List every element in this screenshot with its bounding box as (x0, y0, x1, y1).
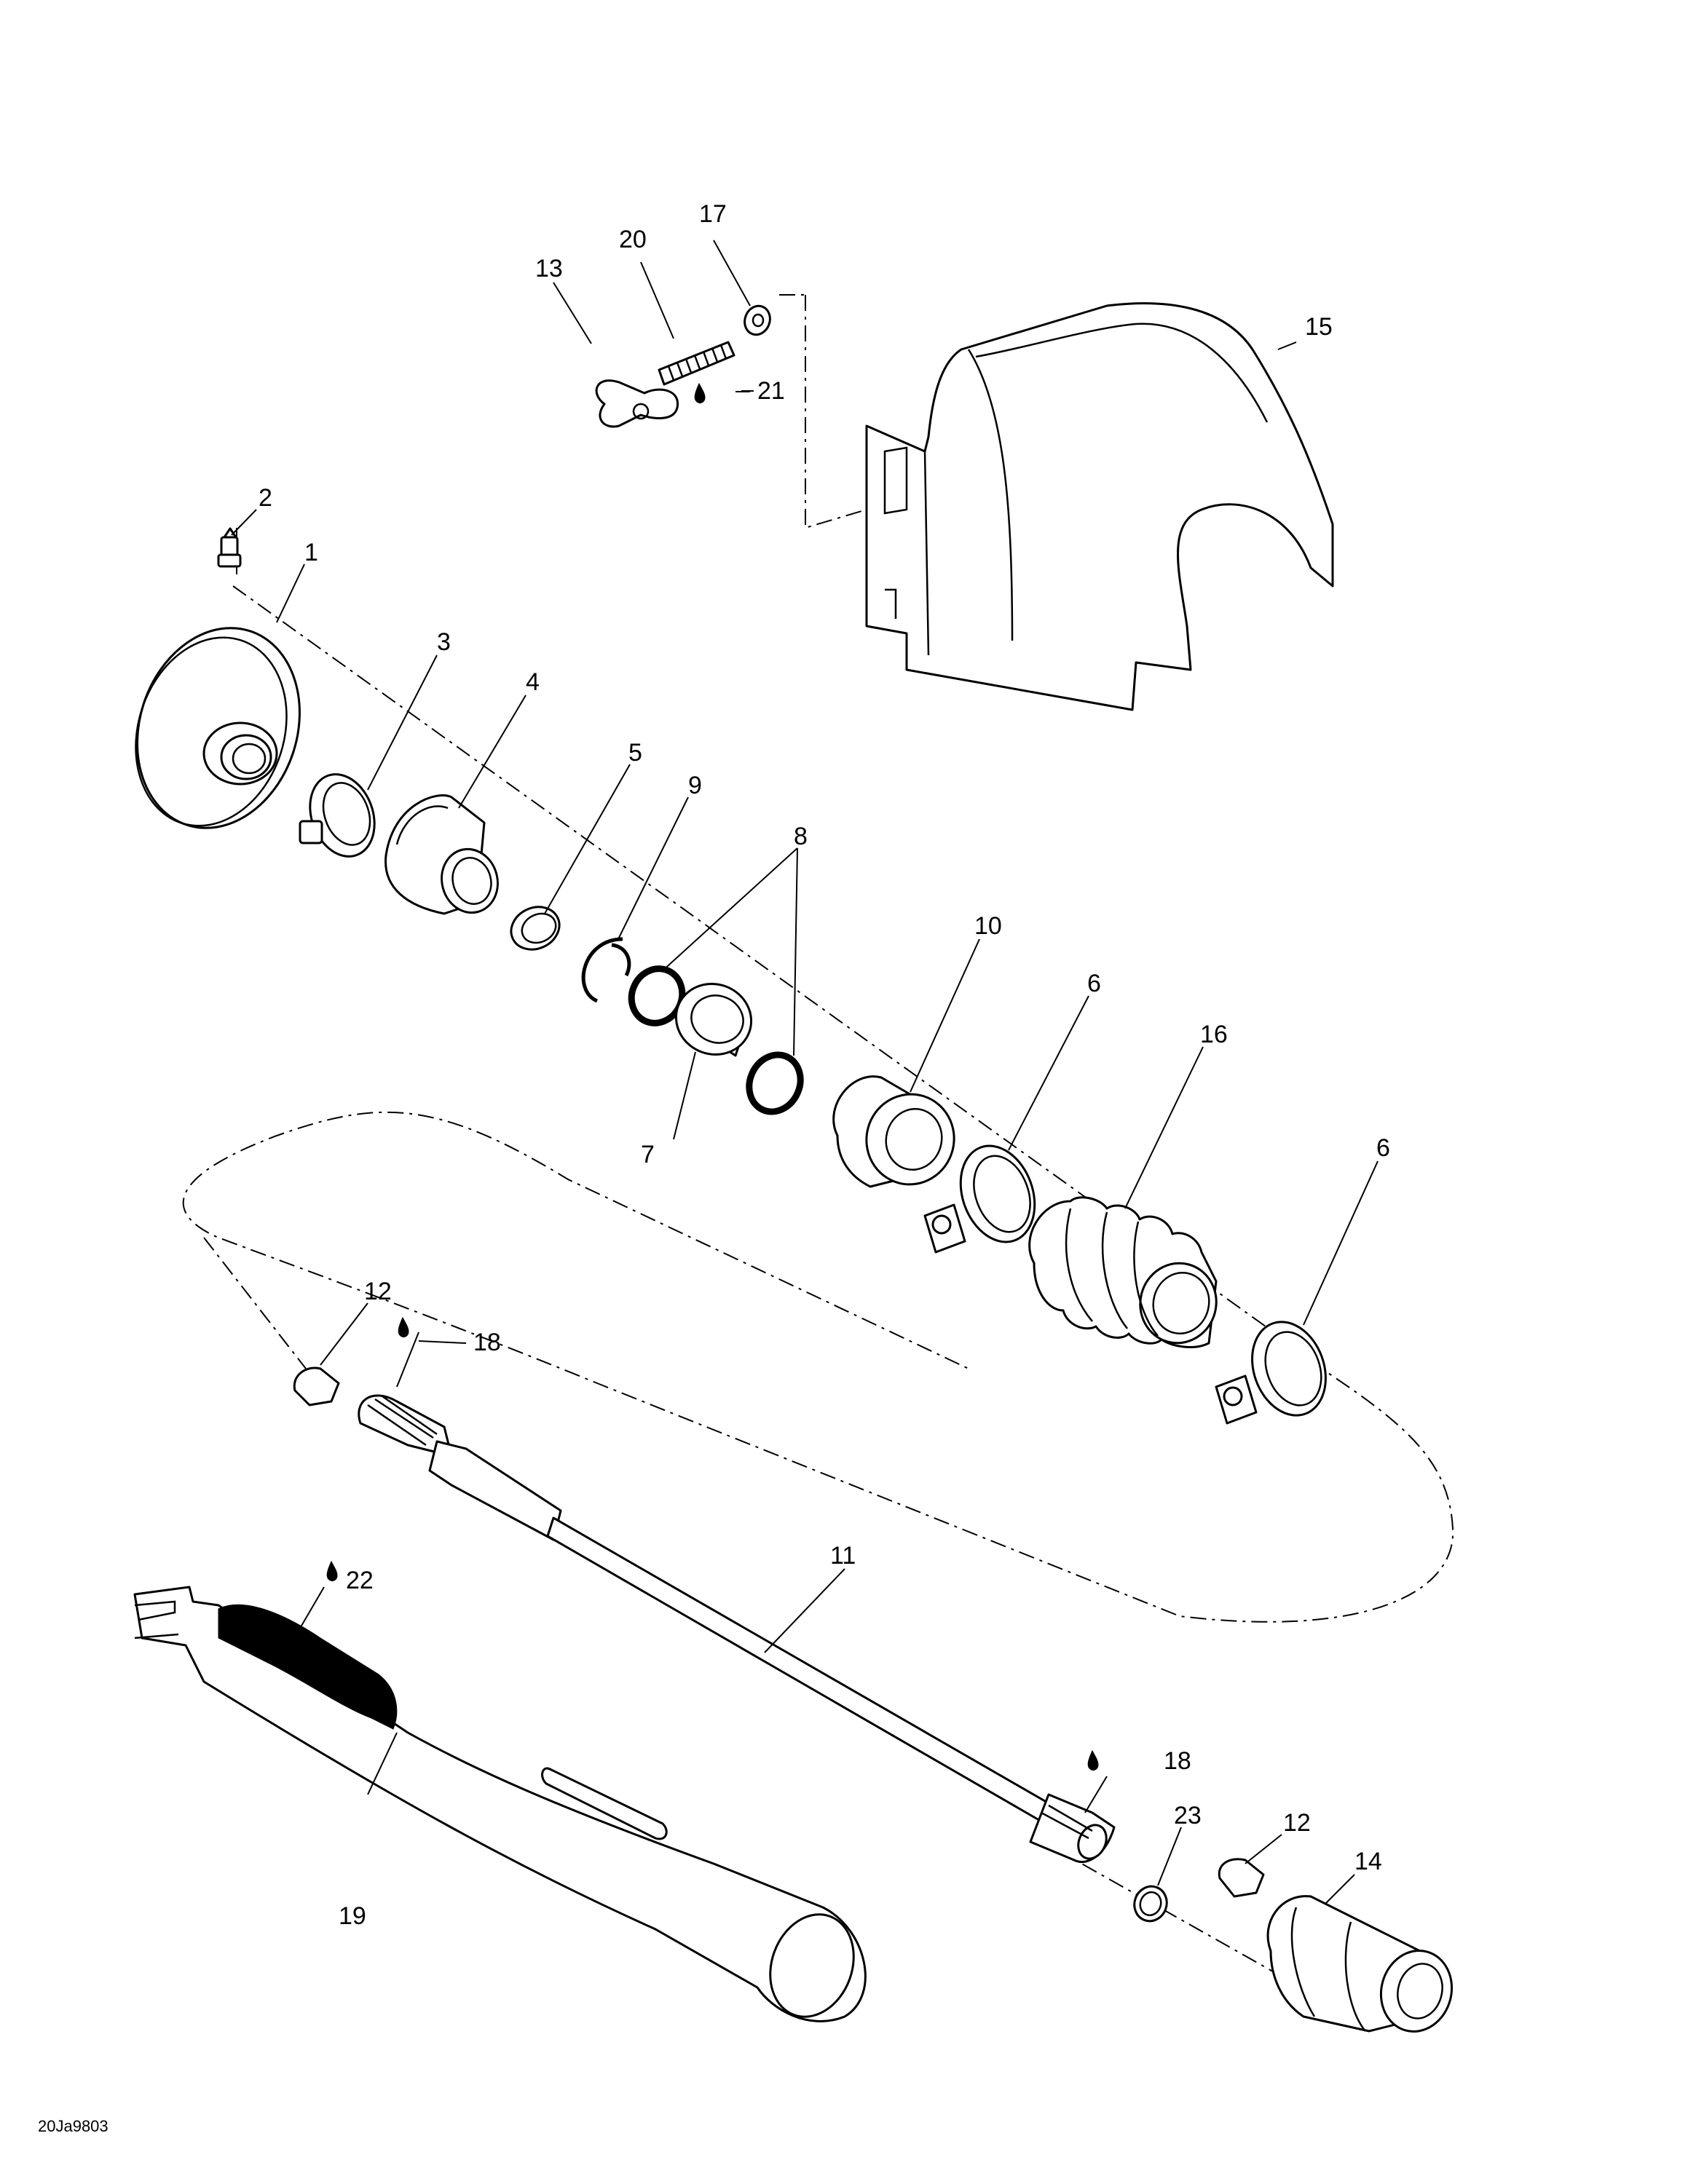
part-11-drive-shaft (358, 1394, 1116, 1864)
callout-22: 22 (346, 1567, 374, 1594)
callout-8: 8 (794, 823, 808, 850)
callout-13: 13 (535, 255, 563, 282)
part-5-small-clamp (510, 906, 561, 951)
callout-23: 23 (1174, 1802, 1202, 1829)
callout-5: 5 (628, 739, 642, 767)
figure-reference-code: 20Ja9803 (38, 2117, 109, 2135)
part-17-washer (744, 304, 771, 336)
callout-18-lower: 18 (1164, 1747, 1191, 1775)
part-20-threaded-rod (658, 341, 735, 386)
part-2-grease-fitting (217, 527, 242, 568)
callout-12-upper: 12 (364, 1278, 392, 1305)
callout-12-lower: 12 (1283, 1809, 1311, 1837)
callout-2: 2 (259, 484, 272, 512)
part-14-coupler (1266, 1895, 1454, 2033)
oil-drop-icon (694, 382, 706, 404)
part-10-sleeve (832, 1075, 955, 1188)
part-6-hose-clamp-b (1215, 1321, 1327, 1425)
part-12-insert-a (293, 1366, 340, 1406)
part-13-wing-nut (595, 379, 679, 428)
part-3-clamp (299, 773, 376, 858)
callout-14: 14 (1354, 1848, 1382, 1875)
callout-17: 17 (699, 200, 727, 228)
callout-16: 16 (1200, 1021, 1228, 1048)
callout-6-upper: 6 (1087, 970, 1101, 997)
callout-7: 7 (641, 1141, 655, 1168)
callout-20: 20 (619, 226, 647, 253)
callout-21: 21 (757, 377, 785, 405)
part-12-insert-b (1218, 1858, 1265, 1898)
callout-10: 10 (974, 912, 1002, 940)
part-16-bellows-boot (1028, 1196, 1218, 1348)
part-6-hose-clamp-a (923, 1144, 1036, 1254)
lubricant-dash-marks (418, 390, 754, 1344)
callout-15: 15 (1305, 313, 1333, 341)
callout-3: 3 (437, 628, 451, 656)
callout-labels: 1 2 3 4 5 9 8 7 10 6 16 6 15 13 20 17 21… (259, 200, 1390, 1930)
oil-drop-icon (326, 1560, 338, 1582)
part-23-ring (1133, 1885, 1168, 1923)
callout-19: 19 (339, 1902, 366, 1930)
callout-6-lower: 6 (1376, 1134, 1390, 1162)
callout-4: 4 (526, 668, 540, 696)
callout-18-upper: 18 (473, 1329, 501, 1356)
callout-11: 11 (830, 1542, 856, 1570)
oil-drop-icon (398, 1316, 409, 1338)
callout-1: 1 (304, 539, 318, 566)
callout-9: 9 (688, 772, 702, 799)
part-9-snap-ring (581, 937, 631, 1003)
part-19-housing-tube (133, 1586, 867, 2022)
part-4-boot (384, 794, 499, 915)
oil-drop-icon (1087, 1749, 1099, 1771)
part-15-cover (865, 302, 1334, 711)
part-1-flange (135, 627, 301, 829)
part-7-bushing (674, 983, 753, 1057)
